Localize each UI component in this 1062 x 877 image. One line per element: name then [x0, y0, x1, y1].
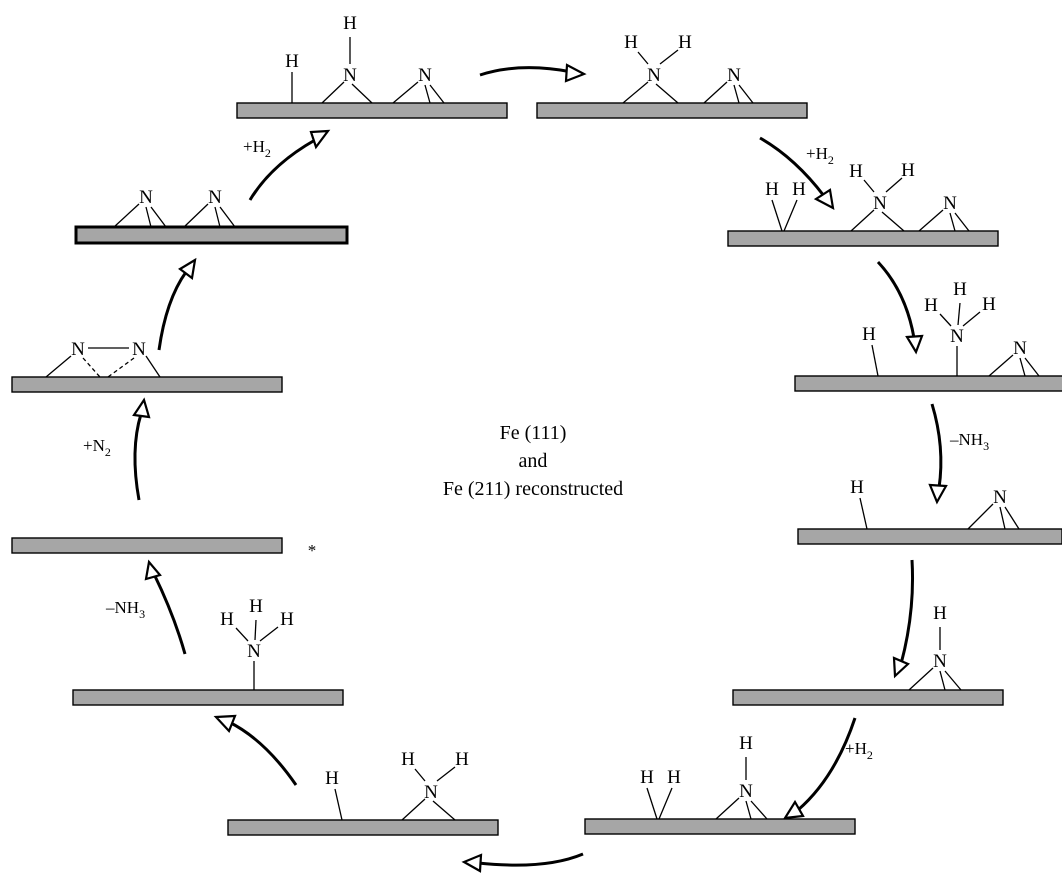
n-atom: N: [739, 781, 753, 802]
arrow-left-1: [248, 129, 331, 201]
surface-top-left: [236, 102, 508, 119]
adsorbates-left-2: N N: [45, 339, 161, 378]
n-atom: N: [873, 193, 887, 214]
surface-left-2: [11, 376, 283, 393]
h-atom: H: [933, 603, 947, 624]
n-atom: N: [139, 187, 153, 208]
n-atom: N: [727, 65, 741, 86]
h-atom: H: [792, 179, 806, 200]
h-atom: H: [862, 324, 876, 345]
h-atom: H: [953, 279, 967, 300]
surface-left-1-reconstructed: [74, 225, 349, 245]
center-label-line2: and: [519, 450, 548, 472]
adsorbates-top-right: N H H N: [622, 32, 754, 104]
empty-surface-asterisk: *: [308, 541, 317, 560]
adsorbates-right-4: N H: [908, 603, 962, 691]
h-atom: H: [739, 733, 753, 754]
step-label-h2-top-left: +H2: [243, 137, 271, 160]
arrow-left-2: [157, 257, 197, 351]
arrow-right-2: [928, 403, 948, 505]
h-atom: H: [678, 32, 692, 53]
arrow-bottom: [461, 852, 584, 873]
surface-right-1: [727, 230, 999, 247]
h-atom: H: [455, 749, 469, 770]
adsorbates-right-2: H N H H H N: [862, 279, 1040, 377]
n-atom: N: [343, 65, 357, 86]
center-label-line3: Fe (211) reconstructed: [443, 478, 623, 500]
surface-right-3: [797, 528, 1062, 545]
adsorbates-right-3: H N: [850, 477, 1020, 530]
surface-bottom-left: [227, 819, 499, 836]
arrow-top: [479, 63, 587, 83]
h-atom: H: [401, 749, 415, 770]
adsorbates-bottom-left: H N H H: [325, 749, 469, 821]
surface-top-right: [536, 102, 808, 119]
h-atom: H: [220, 609, 234, 630]
h-atom: H: [624, 32, 638, 53]
h-atom: H: [249, 596, 263, 617]
n-atom: N: [933, 651, 947, 672]
n-atom: N: [1013, 338, 1027, 359]
h-atom: H: [901, 160, 915, 181]
center-label-line1: Fe (111): [500, 422, 567, 444]
h-atom: H: [849, 161, 863, 182]
arrow-top-right: [759, 136, 835, 211]
adsorbates-left-1: N N: [113, 187, 236, 228]
step-label-nh3-left: –NH3: [105, 598, 145, 621]
n-atom: N: [950, 326, 964, 347]
step-label-nh3-right: –NH3: [949, 430, 989, 453]
adsorbates-left-4: N H H H: [220, 596, 294, 690]
n-atom: N: [247, 641, 261, 662]
n-atom: N: [993, 487, 1007, 508]
n-atom: N: [71, 339, 85, 360]
arrow-bottom-left: [213, 714, 298, 786]
h-atom: H: [850, 477, 864, 498]
h-atom: H: [343, 13, 357, 34]
adsorbates-top-left: H N H N: [285, 13, 445, 104]
step-label-n2-left: +N2: [83, 436, 111, 459]
n-atom: N: [418, 65, 432, 86]
n-atom: N: [208, 187, 222, 208]
step-label-h2-bottom-right: +H2: [845, 739, 873, 762]
adsorbates-right-1: H H N H H N: [765, 160, 970, 232]
h-atom: H: [982, 294, 996, 315]
arrow-left-3: [132, 397, 151, 501]
arrow-right-1: [876, 260, 924, 355]
arrow-right-3: [892, 559, 915, 679]
adsorbates-bottom-right: H H N H: [640, 733, 768, 820]
surface-right-4: [732, 689, 1004, 706]
n-atom: N: [647, 65, 661, 86]
n-atom: N: [424, 782, 438, 803]
h-atom: H: [640, 767, 654, 788]
surface-bottom-right: [584, 818, 856, 835]
h-atom: H: [924, 295, 938, 316]
h-atom: H: [285, 51, 299, 72]
h-atom: H: [667, 767, 681, 788]
n-atom: N: [132, 339, 146, 360]
n-atom: N: [943, 193, 957, 214]
h-atom: H: [280, 609, 294, 630]
h-atom: H: [765, 179, 779, 200]
arrow-right-4: [782, 717, 857, 820]
h-atom: H: [325, 768, 339, 789]
arrow-left-4: [144, 559, 187, 655]
surface-right-2: [794, 375, 1062, 392]
step-label-h2-top-right: +H2: [806, 144, 834, 167]
surface-empty: [11, 537, 283, 554]
surface-left-4: [72, 689, 344, 706]
